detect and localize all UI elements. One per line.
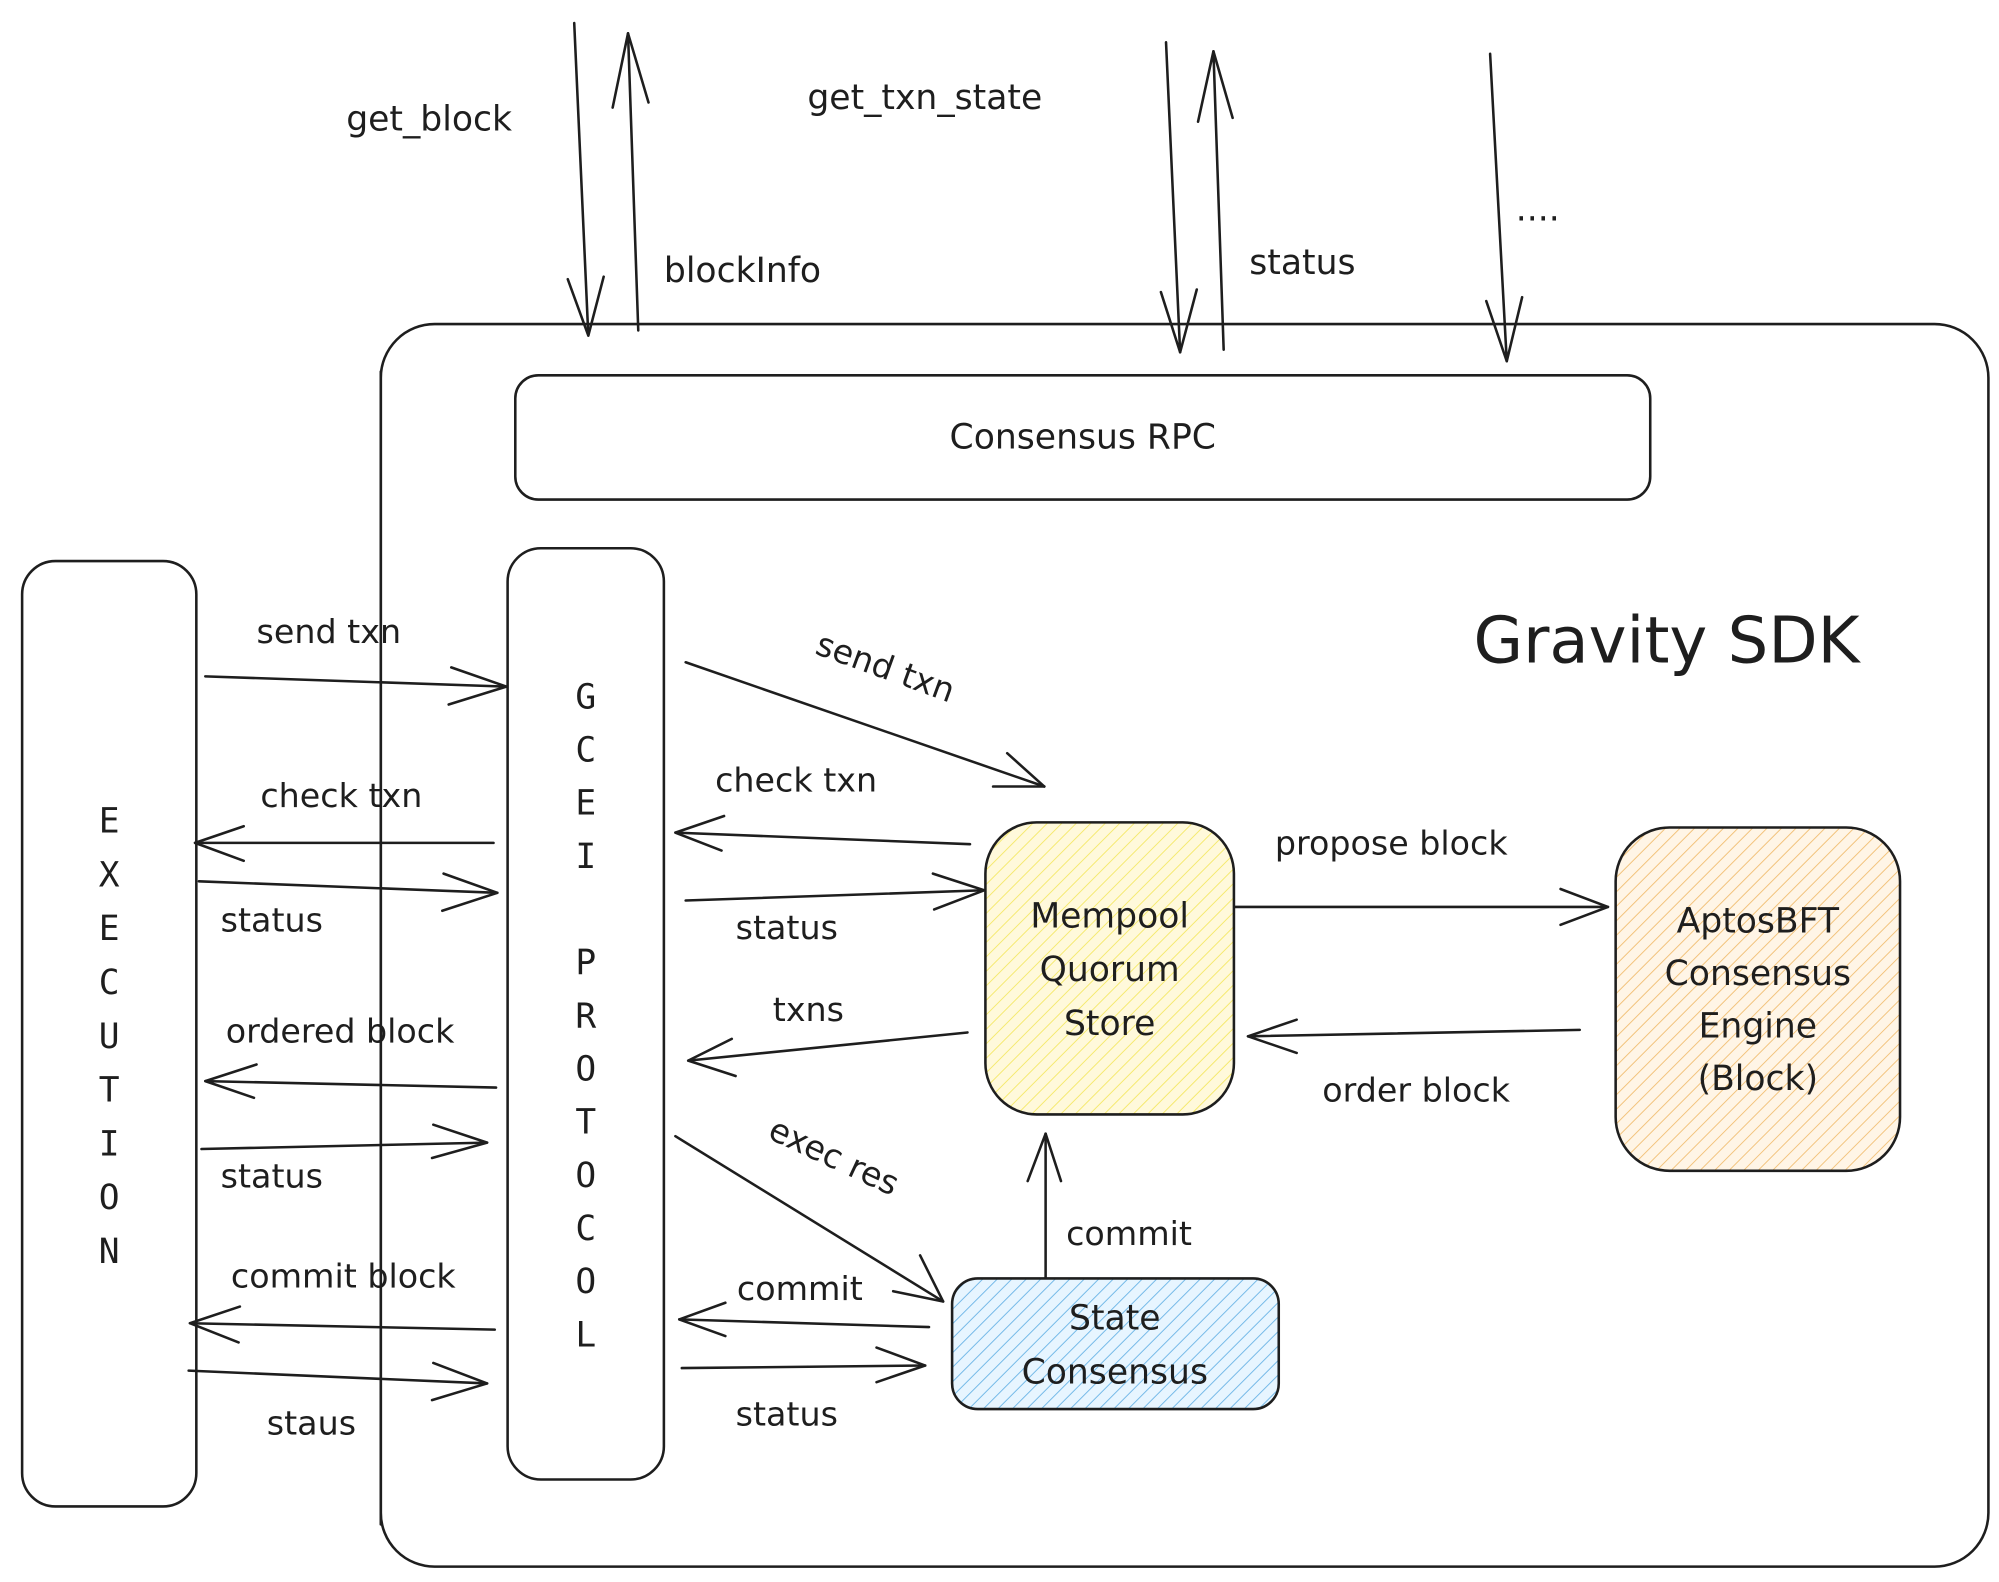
get-block-arrow <box>566 21 605 337</box>
execution-letter: C <box>99 963 120 1003</box>
get-txn-state-label: get_txn_state <box>807 78 1042 118</box>
mempool-label-line: Store <box>1064 1004 1155 1044</box>
more-calls-arrow <box>1484 52 1524 363</box>
gcei-letter: P <box>575 943 596 983</box>
state-label-line: State <box>1069 1299 1161 1339</box>
gcei-status-label: status <box>736 908 838 947</box>
gcei-send-txn-arrow <box>684 660 1046 788</box>
order-block-arrow <box>1246 1018 1582 1055</box>
execution-letter: O <box>99 1178 120 1218</box>
gcei-status-label-2: status <box>736 1395 838 1434</box>
more-calls-label: .... <box>1516 189 1560 229</box>
execution-letter: I <box>99 1124 120 1164</box>
gcei-letter: T <box>575 1103 596 1143</box>
aptos-label-line: AptosBFT <box>1677 902 1840 942</box>
order-block-label: order block <box>1322 1071 1510 1110</box>
get-block-label: get_block <box>346 100 512 140</box>
exec-check-txn-label: check txn <box>260 776 422 815</box>
exec-ordered-block-label: ordered block <box>226 1012 455 1051</box>
gcei-check-txn-label: check txn <box>715 761 877 800</box>
gcei-letter: E <box>575 784 596 824</box>
exec-status-label-2: status <box>221 1156 323 1195</box>
gcei-status-arrow-2 <box>680 1346 927 1384</box>
gcei-status-arrow <box>684 872 986 911</box>
execution-letter: T <box>99 1071 120 1111</box>
gcei-letter: I <box>575 837 596 877</box>
status-return-label: status <box>1249 243 1355 283</box>
exec-status-label-1: status <box>221 900 323 939</box>
exec-commit-block-arrow <box>188 1305 497 1344</box>
gcei-exec-res-arrow <box>674 1134 945 1303</box>
exec-send-txn-arrow <box>204 666 508 706</box>
consensus-rpc-box <box>514 374 1652 501</box>
exec-ordered-block-arrow <box>204 1063 498 1100</box>
mempool-label-line: Mempool <box>1030 896 1189 936</box>
gcei-txns-label: txns <box>773 990 844 1029</box>
aptos-label-line: Consensus <box>1665 954 1851 994</box>
mempool-quorum-store-box <box>984 821 1236 1116</box>
execution-letter: X <box>99 855 120 895</box>
exec-commit-block-label: commit block <box>231 1256 457 1295</box>
gcei-letter: R <box>575 996 596 1036</box>
gcei-letter: O <box>575 1156 596 1196</box>
state-commit-arrow <box>1026 1132 1063 1279</box>
execution-letter: N <box>99 1232 120 1272</box>
gcei-letter: G <box>575 677 596 717</box>
gcei-protocol-box <box>506 546 666 1481</box>
gcei-check-txn-arrow <box>674 814 972 852</box>
gcei-commit-arrow <box>677 1301 931 1338</box>
exec-staus-arrow <box>187 1361 489 1402</box>
exec-status-arrow-2 <box>200 1123 489 1160</box>
block-info-label: blockInfo <box>664 251 821 291</box>
propose-block-label: propose block <box>1275 823 1508 862</box>
execution-letter: U <box>99 1017 120 1057</box>
gcei-txns-arrow <box>686 1031 969 1078</box>
execution-box <box>20 559 198 1508</box>
aptos-label-line: Engine <box>1699 1007 1818 1047</box>
state-consensus-box <box>950 1277 1281 1411</box>
aptos-label-line: (Block) <box>1698 1059 1819 1099</box>
aptosbft-engine-box <box>1614 826 1902 1173</box>
get-txn-state-arrow <box>1159 40 1199 354</box>
mempool-label-line: Quorum <box>1040 950 1180 990</box>
gcei-letter: C <box>575 731 596 771</box>
exec-check-txn-arrow <box>193 824 495 863</box>
status-return-arrow <box>1196 49 1234 351</box>
gcei-letter: O <box>575 1262 596 1302</box>
propose-block-arrow <box>1233 887 1610 927</box>
execution-letter: E <box>99 909 120 949</box>
gravity-sdk-title: Gravity SDK <box>1473 604 1861 678</box>
exec-send-txn-label: send txn <box>257 612 402 651</box>
gcei-commit-label: commit <box>737 1269 863 1308</box>
gcei-letter: O <box>575 1049 596 1089</box>
execution-letter: E <box>99 802 120 842</box>
state-label-line: Consensus <box>1022 1352 1208 1392</box>
consensus-rpc-label: Consensus RPC <box>950 417 1216 457</box>
gcei-letter: C <box>575 1209 596 1249</box>
gcei-letter: L <box>575 1315 596 1355</box>
exec-status-arrow-1 <box>197 872 499 913</box>
exec-staus-label: staus <box>267 1404 356 1443</box>
state-commit-label: commit <box>1066 1214 1192 1253</box>
block-info-arrow <box>611 32 650 332</box>
